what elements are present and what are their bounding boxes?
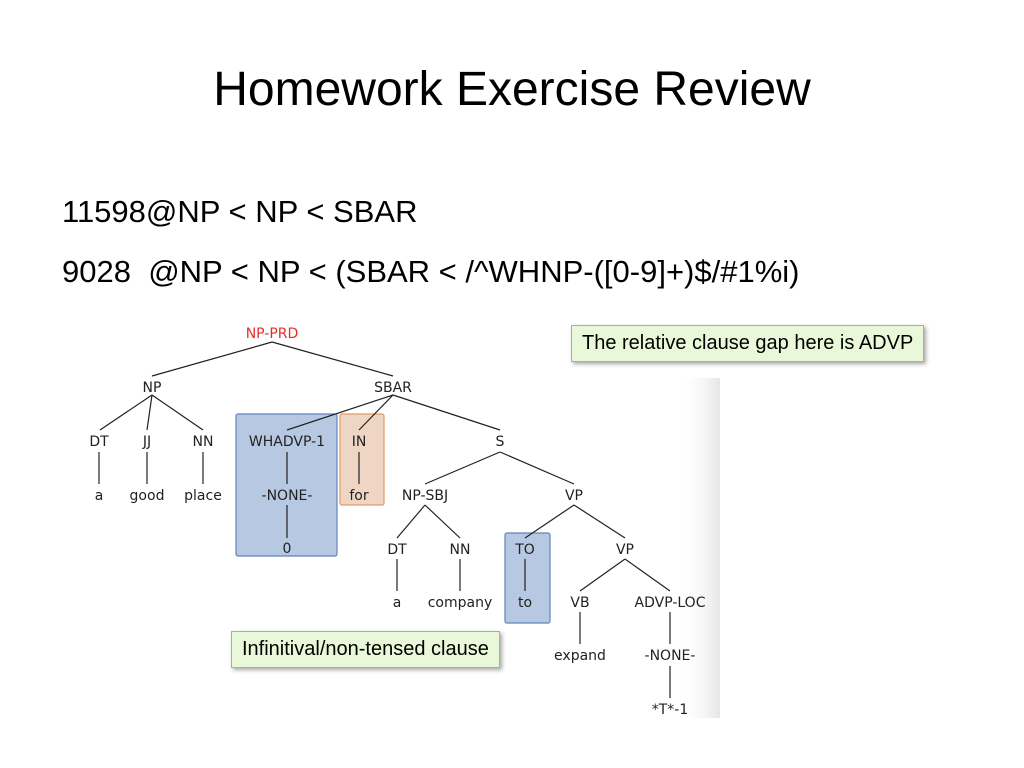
tree-edges — [98, 341, 671, 698]
node-np-prd: NP-PRD — [246, 326, 299, 342]
in-highlight — [339, 413, 385, 506]
tree-edge-shadow — [680, 378, 720, 718]
leaf-a-1: a — [95, 488, 104, 504]
node-vb: VB — [570, 595, 589, 611]
to-highlight — [504, 532, 551, 624]
leaf-company: company — [428, 595, 493, 611]
node-nn-2: NN — [450, 542, 471, 558]
node-np: NP — [143, 380, 162, 396]
node-nn-1: NN — [193, 434, 214, 450]
leaf-to: to — [518, 595, 532, 611]
node-vp-2: VP — [616, 542, 634, 558]
parse-tree: NP-PRD NP SBAR DT JJ NN a good place WHA… — [89, 326, 720, 718]
infinitival-callout: Infinitival/non-tensed clause — [231, 631, 500, 668]
leaf-place: place — [184, 488, 222, 504]
whadvp-highlight — [235, 413, 338, 557]
node-dt-2: DT — [387, 542, 407, 558]
leaf-expand: expand — [554, 648, 606, 664]
node-np-sbj: NP-SBJ — [402, 488, 448, 504]
node-dt-1: DT — [89, 434, 109, 450]
query-line-1: 11598@NP < NP < SBAR — [62, 194, 418, 229]
node-vp-1: VP — [565, 488, 583, 504]
node-whadvp-1: WHADVP-1 — [249, 434, 325, 450]
node-in: IN — [352, 434, 367, 450]
leaf-a-2: a — [393, 595, 402, 611]
leaf-zero: 0 — [283, 541, 292, 557]
node-s: S — [496, 434, 505, 450]
node-none-2: -NONE- — [645, 648, 696, 664]
leaf-good: good — [130, 488, 165, 504]
node-advp-loc: ADVP-LOC — [635, 595, 706, 611]
leaf-for: for — [349, 488, 368, 504]
node-to: TO — [514, 542, 535, 558]
slide-title: Homework Exercise Review — [213, 63, 811, 116]
node-none-1: -NONE- — [262, 488, 313, 504]
node-jj: JJ — [142, 434, 151, 450]
node-sbar: SBAR — [374, 380, 412, 396]
gap-callout: The relative clause gap here is ADVP — [571, 325, 925, 362]
query-line-2: 9028 @NP < NP < (SBAR < /^WHNP-([0-9]+)$… — [62, 254, 800, 289]
leaf-trace: *T*-1 — [652, 702, 689, 718]
